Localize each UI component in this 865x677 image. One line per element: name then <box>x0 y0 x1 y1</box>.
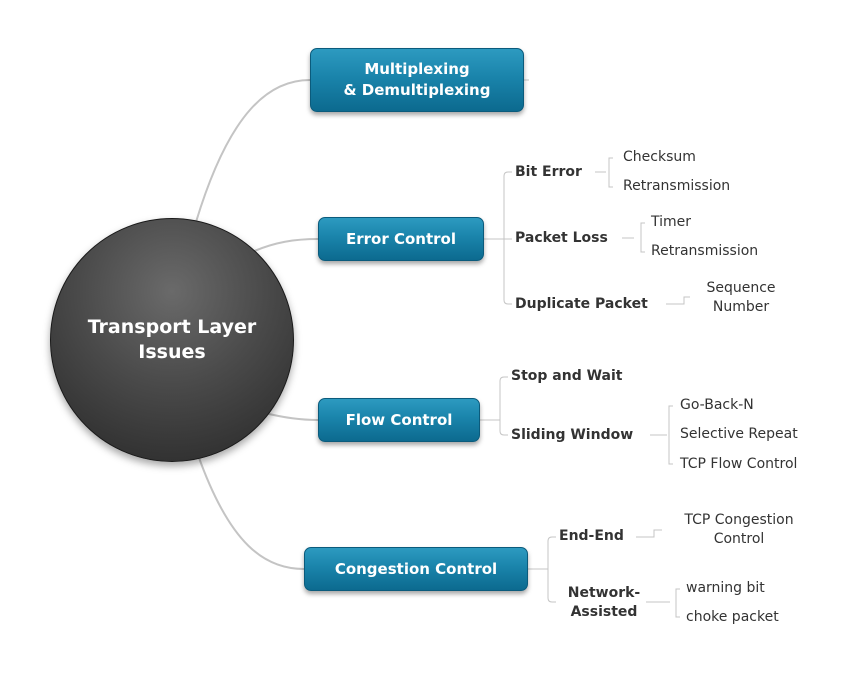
subtopic-duplicate-packet[interactable]: Duplicate Packet <box>515 296 648 312</box>
leaf-choke-packet[interactable]: choke packet <box>686 609 779 625</box>
subtopic-packet-loss[interactable]: Packet Loss <box>515 230 608 246</box>
topic-flow-control[interactable]: Flow Control <box>318 398 480 442</box>
topic-congestion-control-label: Congestion Control <box>334 559 498 578</box>
bracket-congestion-control <box>547 536 556 603</box>
topic-error-control-label: Error Control <box>346 229 456 248</box>
link-center-congestion-control <box>197 454 305 570</box>
leaf-selective-repeat[interactable]: Selective Repeat <box>680 426 798 442</box>
bracket-sliding-window <box>650 405 673 465</box>
bracket-error-control <box>503 171 512 305</box>
link-center-multiplexing <box>195 79 311 223</box>
subtopic-end-end[interactable]: End-End <box>559 528 624 544</box>
leaf-retransmission-packet-loss[interactable]: Retransmission <box>651 243 759 259</box>
topic-multiplexing-label: Multiplexing & Demultiplexing <box>343 60 491 99</box>
link-center-error-control <box>251 238 319 253</box>
leaf-tcp-congestion-control[interactable]: TCP Congestion Control <box>684 512 794 547</box>
subtopic-network-assisted[interactable]: Network- Assisted <box>567 585 641 620</box>
bracket-flow-control <box>499 376 508 436</box>
central-topic-label: Transport Layer Issues <box>87 316 257 363</box>
leaf-sequence-number[interactable]: Sequence Number <box>706 280 776 315</box>
topic-multiplexing[interactable]: Multiplexing & Demultiplexing <box>310 48 524 112</box>
leaf-timer[interactable]: Timer <box>651 214 692 230</box>
central-topic[interactable]: Transport Layer Issues <box>50 218 294 462</box>
leaf-tcp-flow-control[interactable]: TCP Flow Control <box>680 456 798 472</box>
link-center-flow-control <box>264 412 319 421</box>
bracket-duplicate-packet <box>666 296 690 305</box>
bracket-network-assisted <box>646 588 680 618</box>
topic-congestion-control[interactable]: Congestion Control <box>304 547 528 591</box>
bracket-packet-loss <box>622 222 645 253</box>
subtopic-bit-error[interactable]: Bit Error <box>515 164 582 180</box>
bracket-bit-error <box>595 157 613 188</box>
topic-flow-control-label: Flow Control <box>345 410 453 429</box>
leaf-checksum[interactable]: Checksum <box>623 149 696 165</box>
subtopic-sliding-window[interactable]: Sliding Window <box>511 427 634 443</box>
subtopic-stop-and-wait[interactable]: Stop and Wait <box>511 368 623 384</box>
topic-error-control[interactable]: Error Control <box>318 217 484 261</box>
leaf-retransmission-bit-error[interactable]: Retransmission <box>623 178 731 194</box>
leaf-go-back-n[interactable]: Go-Back-N <box>680 397 754 413</box>
bracket-end-end <box>636 529 662 538</box>
leaf-warning-bit[interactable]: warning bit <box>686 580 765 596</box>
